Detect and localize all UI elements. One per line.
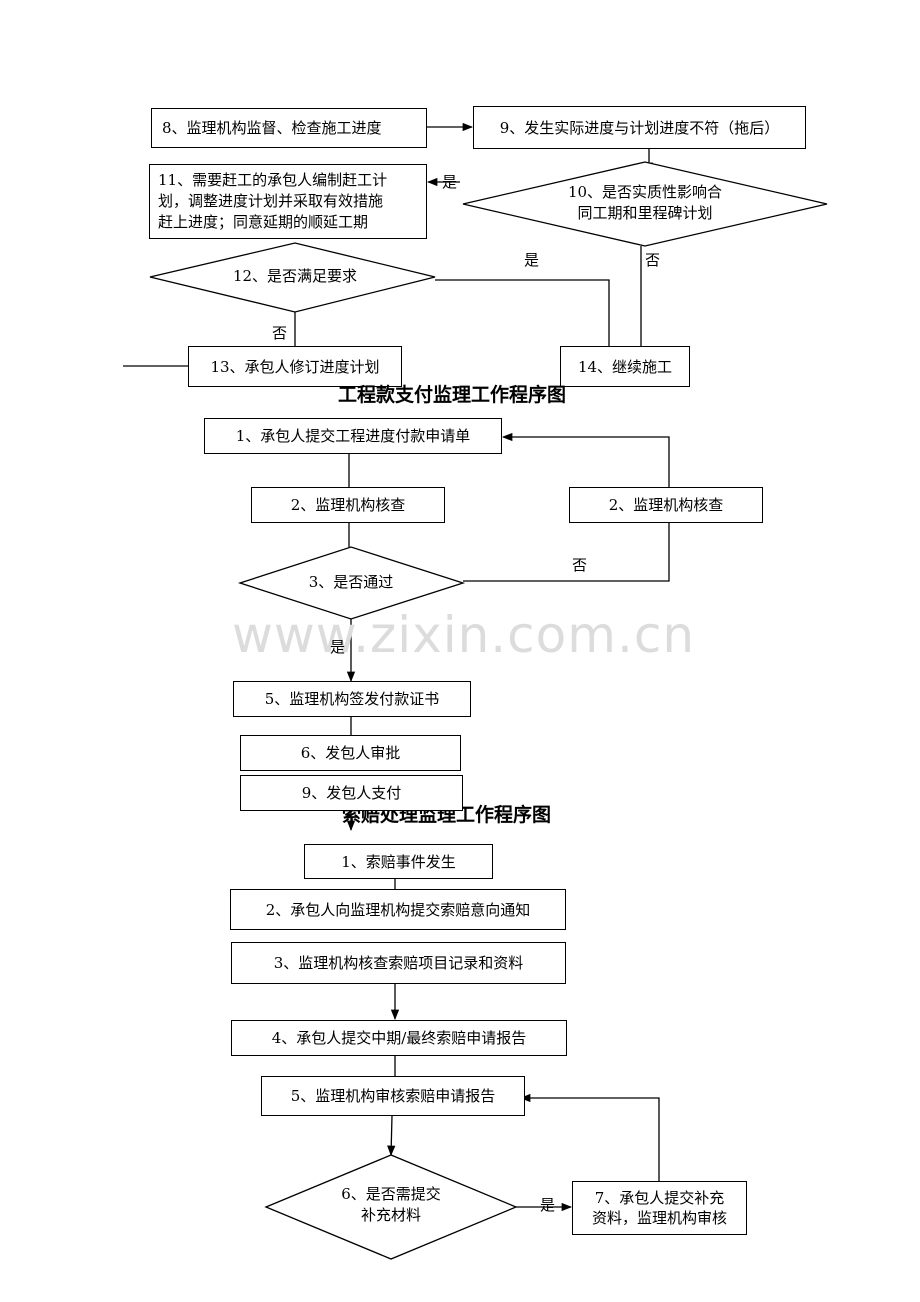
node-14-label: 14、继续施工 (577, 357, 673, 376)
decision-3-shape (237, 546, 466, 620)
label-no-3: 否 (572, 556, 588, 574)
claim-decision-6-line1: 6、是否需提交 (341, 1185, 441, 1203)
payment-node-2b-review: 2、监理机构核查 (569, 487, 763, 523)
claim-decision-6-line2: 补充材料 (360, 1206, 421, 1224)
arrow-c5-to-c6 (387, 1115, 396, 1157)
label-yes-10: 是 (442, 173, 458, 191)
decision-10-line2: 同工期和里程碑计划 (577, 204, 713, 222)
node-14-continue-construction: 14、继续施工 (560, 346, 690, 387)
node-11-line1: 11、需要赶工的承包人编制赶工计 (158, 171, 388, 189)
payment-decision-3-label: 3、是否通过 (308, 573, 394, 591)
label-yes-6: 是 (540, 1196, 556, 1214)
payment-node-2-label: 2、监理机构核查 (290, 496, 406, 514)
claim-node-5-label: 5、监理机构审核索赔申请报告 (290, 1087, 496, 1105)
decision-12-shape (149, 242, 436, 313)
label-no-12: 否 (272, 324, 288, 342)
payment-node-9-label: 9、发包人支付 (301, 784, 402, 802)
decision-10-line1: 10、是否实质性影响合 (567, 183, 723, 201)
arrow-12-yes-to-14 (435, 279, 614, 376)
claim-node-5-audit-report: 5、监理机构审核索赔申请报告 (261, 1076, 525, 1116)
node-13-revise-plan: 13、承包人修订进度计划 (188, 346, 402, 387)
payment-node-6-label: 6、发包人审批 (300, 744, 401, 762)
decision-12-label: 12、是否满足要求 (232, 267, 358, 285)
node-11-line2: 划，调整进度计划并采取有效措施 (158, 192, 384, 210)
decision-10-label: 10、是否实质性影响合 同工期和里程碑计划 (545, 182, 745, 224)
claim-node-3-label: 3、监理机构核查索赔项目记录和资料 (273, 954, 524, 972)
node-13-label: 13、承包人修订进度计划 (210, 357, 380, 376)
label-yes-3: 是 (330, 638, 346, 656)
payment-node-9-pay: 9、发包人支付 (240, 775, 463, 811)
payment-node-5-label: 5、监理机构签发付款证书 (264, 690, 440, 708)
label-yes-12: 是 (524, 251, 540, 269)
claim-node-2-label: 2、承包人向监理机构提交索赔意向通知 (265, 900, 531, 919)
claim-node-1-event: 1、索赔事件发生 (304, 844, 493, 879)
node-11-line3: 赶上进度；同意延期的顺延工期 (158, 213, 369, 231)
claim-node-7-line2: 资料，监理机构审核 (591, 1209, 727, 1227)
node-8-supervise-progress: 8、监理机构监督、检查施工进度 (151, 108, 427, 148)
claim-node-1-label: 1、索赔事件发生 (341, 852, 456, 871)
claim-node-2-notice: 2、承包人向监理机构提交索赔意向通知 (230, 889, 566, 930)
arrow-c7-to-c5 (519, 1093, 660, 1181)
claim-decision-6-label: 6、是否需提交 补充材料 (316, 1184, 466, 1226)
payment-node-2-review: 2、监理机构核查 (251, 487, 445, 523)
node-11-catch-up-plan: 11、需要赶工的承包人编制赶工计 划，调整进度计划并采取有效措施 赶上进度；同意… (149, 164, 427, 239)
claim-node-3-review-records: 3、监理机构核查索赔项目记录和资料 (231, 942, 566, 984)
node-9-progress-deviation: 9、发生实际进度与计划进度不符（拖后） (473, 106, 806, 149)
section-2-title: 工程款支付监理工作程序图 (338, 384, 567, 406)
claim-node-4-label: 4、承包人提交中期/最终索赔申请报告 (271, 1029, 527, 1047)
payment-node-6-approve: 6、发包人审批 (240, 735, 461, 771)
payment-node-1-label: 1、承包人提交工程进度付款申请单 (235, 427, 471, 445)
label-no-10: 否 (645, 251, 661, 269)
node-8-label: 8、监理机构监督、检查施工进度 (162, 119, 382, 137)
payment-node-1-apply: 1、承包人提交工程进度付款申请单 (204, 418, 502, 454)
node-9-label: 9、发生实际进度与计划进度不符（拖后） (499, 118, 780, 137)
watermark: www.zixin.com.cn (232, 606, 696, 664)
decision-10-shape (462, 161, 828, 247)
claim-node-4-report: 4、承包人提交中期/最终索赔申请报告 (231, 1020, 567, 1056)
claim-node-7-supplement: 7、承包人提交补充 资料，监理机构审核 (572, 1181, 747, 1235)
payment-node-5-certificate: 5、监理机构签发付款证书 (233, 681, 471, 717)
payment-node-2b-label: 2、监理机构核查 (608, 496, 724, 514)
claim-node-7-line1: 7、承包人提交补充 (594, 1189, 725, 1207)
